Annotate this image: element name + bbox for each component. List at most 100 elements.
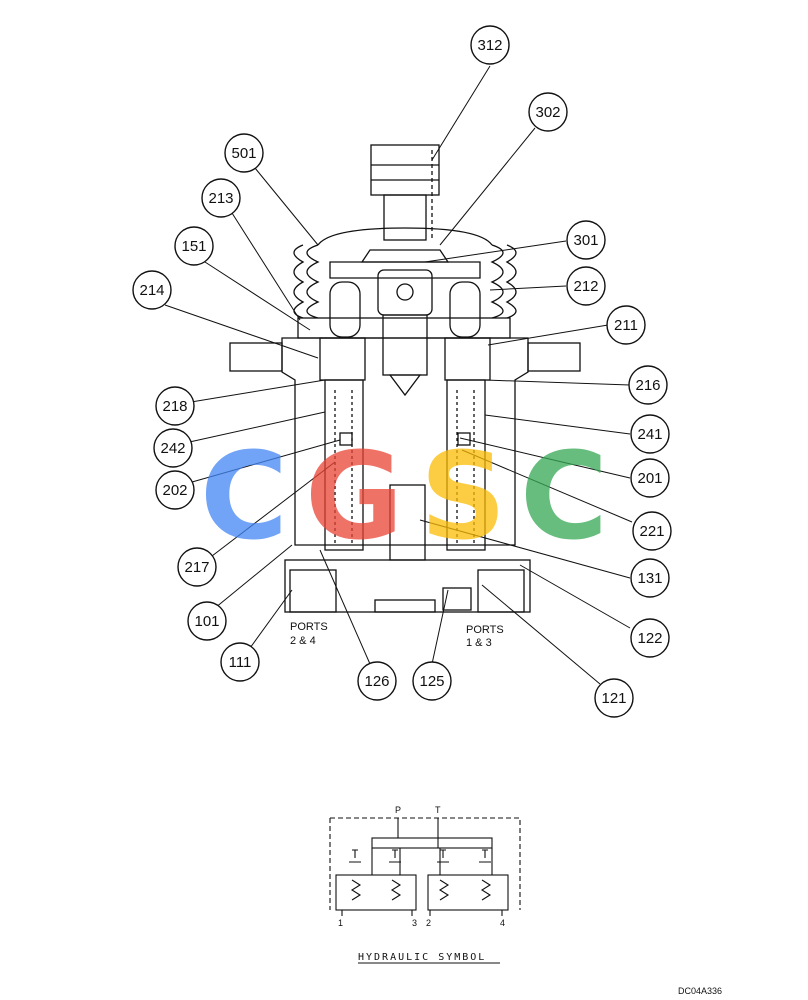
balloon-label: 217 xyxy=(184,559,209,576)
balloon-302: 302 xyxy=(528,92,568,132)
balloon-circle xyxy=(412,661,452,701)
balloon-label: 122 xyxy=(637,630,662,647)
balloon-label: 125 xyxy=(419,673,444,690)
balloon-label: 151 xyxy=(181,238,206,255)
balloon-213: 213 xyxy=(201,178,241,218)
balloon-circle xyxy=(224,133,264,173)
balloon-211: 211 xyxy=(606,305,646,345)
balloon-217: 217 xyxy=(177,547,217,587)
balloon-label: 101 xyxy=(194,613,219,630)
balloon-label: 126 xyxy=(364,673,389,690)
symbol-t-label: T xyxy=(435,805,441,815)
hydraulic-symbol xyxy=(329,817,521,916)
symbol-port-1: 1 xyxy=(338,918,343,928)
balloon-122: 122 xyxy=(630,618,670,658)
balloon-circle xyxy=(470,25,510,65)
balloon-circle xyxy=(630,458,670,498)
symbol-port-4: 4 xyxy=(500,918,505,928)
ports-right-line1: PORTS xyxy=(466,624,504,636)
balloon-label: 216 xyxy=(635,377,660,394)
balloon-label: 202 xyxy=(162,482,187,499)
spool-left xyxy=(324,379,364,551)
balloon-label: 131 xyxy=(637,570,662,587)
balloon-label: 221 xyxy=(639,523,664,540)
balloon-circle xyxy=(220,642,260,682)
joint-pin xyxy=(396,283,414,301)
balloon-241: 241 xyxy=(630,414,670,454)
balloon-circle xyxy=(132,270,172,310)
balloon-212: 212 xyxy=(566,266,606,306)
balloon-label: 211 xyxy=(614,317,638,334)
balloon-label: 301 xyxy=(573,232,598,249)
base-plate xyxy=(284,559,531,613)
balloon-circle xyxy=(632,511,672,551)
balloon-circle xyxy=(606,305,646,345)
boot-left xyxy=(306,244,320,319)
balloon-circle xyxy=(630,558,670,598)
balloon-label: 241 xyxy=(637,426,662,443)
balloon-101: 101 xyxy=(187,601,227,641)
symbol-p-label: P xyxy=(395,805,401,815)
pusher-left xyxy=(329,281,361,338)
balloon-label: 213 xyxy=(208,190,233,207)
balloon-circle xyxy=(628,365,668,405)
knob-top xyxy=(370,144,440,196)
balloon-label: 242 xyxy=(160,440,185,457)
balloon-label: 212 xyxy=(573,278,598,295)
drawing-number: DC04A336 xyxy=(678,986,722,996)
boot-top xyxy=(317,227,493,246)
balloon-218: 218 xyxy=(155,386,195,426)
balloon-201: 201 xyxy=(630,458,670,498)
balloon-circle xyxy=(155,470,195,510)
balloon-circle xyxy=(187,601,227,641)
balloon-label: 214 xyxy=(139,282,164,299)
watermark-letter: C xyxy=(520,428,608,567)
balloon-circle xyxy=(174,226,214,266)
balloon-label: 121 xyxy=(601,690,626,707)
ports-left-line2: 2 & 4 xyxy=(290,635,316,647)
spool-right xyxy=(446,379,486,551)
balloon-label: 302 xyxy=(535,104,560,121)
casing-body xyxy=(281,337,529,546)
center-stem xyxy=(382,314,428,376)
balloon-label: 312 xyxy=(477,37,502,54)
balloon-circle xyxy=(528,92,568,132)
balloon-301: 301 xyxy=(566,220,606,260)
knob-stem xyxy=(383,194,427,241)
balloon-callouts: 312 302 501 213 151 214 301 212 211 216 218 241 242 2… xyxy=(132,25,672,718)
balloon-circle xyxy=(630,414,670,454)
flange-left xyxy=(229,342,283,372)
joint xyxy=(377,269,433,316)
symbol-title: HYDRAULIC SYMBOL xyxy=(358,952,486,963)
balloon-312: 312 xyxy=(470,25,510,65)
balloon-circle xyxy=(630,618,670,658)
watermark-letter: S xyxy=(420,428,506,567)
symbol-port-3: 3 xyxy=(412,918,417,928)
balloon-216: 216 xyxy=(628,365,668,405)
balloon-214: 214 xyxy=(132,270,172,310)
leader-lines xyxy=(164,65,633,685)
balloon-221: 221 xyxy=(632,511,672,551)
ports-left-line1: PORTS xyxy=(290,621,328,633)
balloon-circle xyxy=(357,661,397,701)
balloon-501: 501 xyxy=(224,133,264,173)
balloon-circle xyxy=(566,266,606,306)
valve-drawing xyxy=(229,144,581,613)
balloon-125: 125 xyxy=(412,661,452,701)
balloon-111: 111 xyxy=(220,642,260,682)
balloon-label: 501 xyxy=(231,145,256,162)
balloon-label: 201 xyxy=(637,470,662,487)
watermark-letter: C xyxy=(200,428,288,567)
watermark-letter: G xyxy=(305,428,404,567)
balloon-circle xyxy=(153,428,193,468)
symbol-port-2: 2 xyxy=(426,918,431,928)
flange-right xyxy=(527,342,581,372)
balloon-label: 111 xyxy=(229,654,252,671)
balloon-circle xyxy=(201,178,241,218)
balloon-242: 242 xyxy=(153,428,193,468)
balloon-label: 218 xyxy=(162,398,187,415)
balloon-circle xyxy=(177,547,217,587)
balloon-circle xyxy=(594,678,634,718)
